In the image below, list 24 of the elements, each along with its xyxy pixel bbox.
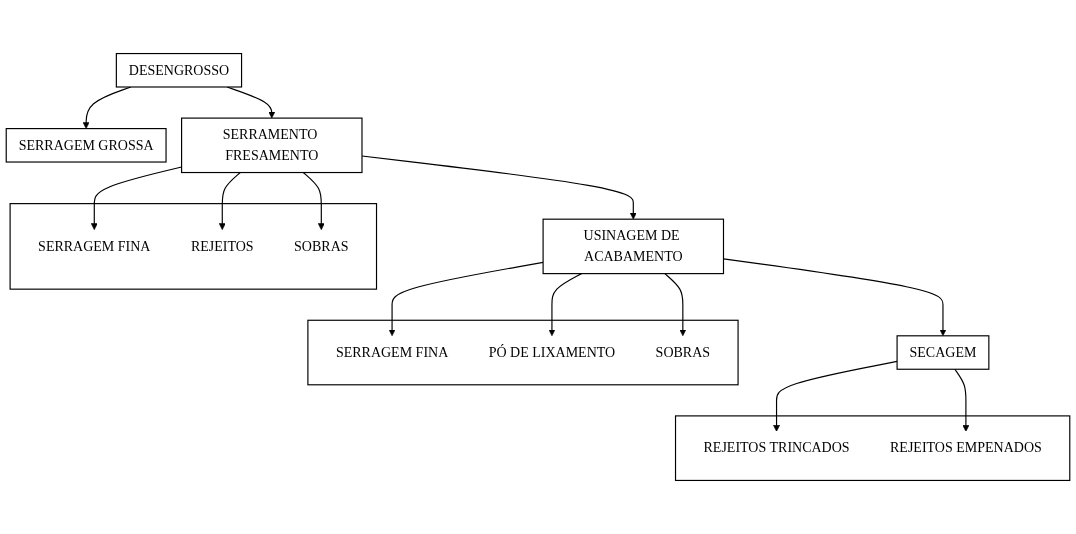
node-box: SERRAGEM GROSSA xyxy=(5,128,167,163)
node-box: SERRAMENTO FRESAMENTO xyxy=(181,117,363,174)
arrow xyxy=(388,261,544,337)
node-box: USINAGEM DE ACABAMENTO xyxy=(542,218,725,275)
node-text: SOBRAS xyxy=(655,344,711,360)
arrow xyxy=(302,171,325,230)
arrow xyxy=(548,273,583,337)
arrow xyxy=(954,368,970,432)
cluster xyxy=(307,319,739,386)
node-text: REJEITOS TRINCADOS xyxy=(703,440,850,456)
arrow xyxy=(361,155,637,220)
arrow xyxy=(773,360,898,432)
arrow xyxy=(218,171,241,230)
node-text: SERRAGEM FINA xyxy=(335,344,449,360)
node-text: SOBRAS xyxy=(294,238,349,254)
cluster xyxy=(9,203,378,290)
node-text: REJEITOS xyxy=(190,238,254,254)
arrow xyxy=(664,273,687,337)
cluster xyxy=(674,415,1071,482)
node-box: SECAGEM xyxy=(896,335,990,370)
node-box: DESENGROSSO xyxy=(115,52,243,88)
node-text: PÓ DE LIXAMENTO xyxy=(488,344,616,360)
node-text: REJEITOS EMPENADOS xyxy=(890,440,1042,456)
node-text: SERRAGEM FINA xyxy=(38,238,151,254)
